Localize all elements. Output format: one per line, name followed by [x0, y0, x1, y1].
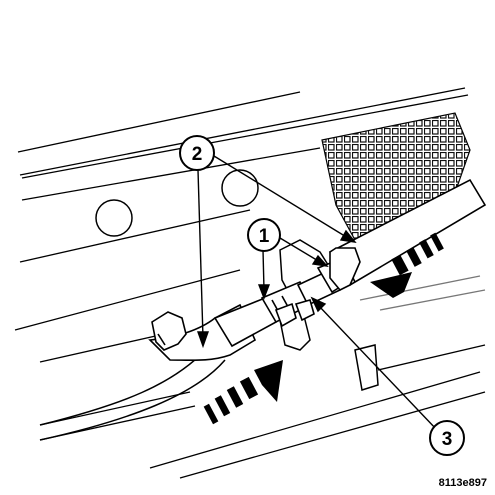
callout-2-label: 2 — [192, 144, 203, 165]
callout-1: 1 — [247, 218, 281, 252]
leader-line — [197, 155, 438, 431]
figure-reference-code: 8113e897 — [438, 477, 487, 489]
access-hole — [95, 169, 259, 237]
callout-3: 3 — [429, 420, 465, 456]
hose-end-cap — [151, 311, 187, 351]
callout-1-label: 1 — [259, 226, 270, 247]
fuel-hose-right — [328, 178, 487, 291]
callout-2: 2 — [179, 135, 215, 171]
callout-3-label: 3 — [442, 429, 453, 450]
body-panel — [14, 87, 486, 479]
arrow-icon — [370, 232, 444, 298]
arrow-icon — [203, 360, 283, 425]
